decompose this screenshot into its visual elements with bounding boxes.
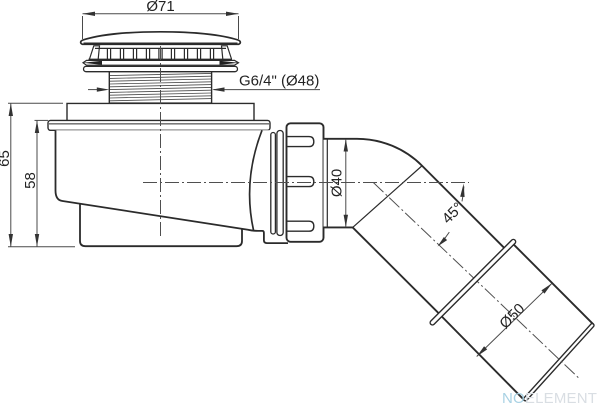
arrow-down-icon (8, 234, 13, 247)
dim-outlet-diameter: Ø40 (329, 139, 348, 228)
pipe-end-face (522, 322, 595, 402)
drawing-shape (88, 45, 101, 60)
watermark: NOELEMENT (502, 390, 597, 406)
dim-label-height-total: 65 (0, 150, 13, 167)
dim-cap-diameter: Ø71 (82, 0, 239, 39)
socket-pipe (440, 241, 595, 402)
drawing-shape (287, 135, 315, 148)
drawing-line (476, 282, 553, 357)
dim-label-thread: G6/4" (Ø48) (239, 73, 319, 90)
elbow-miter-line (352, 165, 423, 228)
socket-lower-edge (440, 315, 525, 401)
arrow-right-icon (96, 87, 110, 92)
arrow-left-icon (212, 87, 225, 92)
trap-body-right-edge (248, 129, 263, 231)
cap-dome (79, 30, 242, 46)
drawing-shape (270, 131, 277, 235)
seal-wedge-left (83, 60, 102, 65)
arrow-up-icon (460, 183, 465, 197)
socket-ring (429, 238, 517, 326)
arrow-left-icon (82, 11, 95, 16)
socket-upper-edge (510, 241, 594, 325)
body-flange (47, 119, 271, 132)
arrow-down-left-icon (437, 237, 448, 247)
dim-label-outlet-diameter: Ø40 (329, 169, 346, 197)
watermark-suffix: ELEMENT (525, 390, 597, 406)
gasket-plate (81, 59, 240, 66)
arrow-up-right-icon (541, 283, 552, 294)
dim-height-body: 58 (22, 119, 48, 247)
cap-dome-outline (79, 30, 242, 46)
dim-height-total: 65 (0, 102, 75, 248)
arrow-right-icon (226, 11, 239, 16)
arrow-down-icon (34, 234, 40, 247)
drawing-shape (287, 175, 315, 188)
trap-body-outline (54, 130, 288, 244)
dim-label-cap-diameter: Ø71 (146, 0, 174, 15)
arrow-up-icon (8, 103, 13, 116)
seal-wedge-right (219, 60, 239, 65)
drawing-line (109, 81, 212, 85)
grille-slots (106, 48, 215, 60)
nut-slots (287, 135, 315, 232)
arrow-up-icon (34, 120, 40, 133)
arrow-down-left-icon (476, 346, 488, 357)
arrow-up-icon (343, 139, 348, 152)
dim-thread: G6/4" (Ø48) (88, 73, 320, 92)
trap-body (54, 129, 290, 244)
drawing-shape (441, 241, 594, 401)
dim-label-height-body: 58 (22, 172, 39, 189)
elbow-upper-edge (323, 137, 507, 251)
drawing-line (109, 86, 212, 91)
drain-cup-outline (79, 202, 243, 248)
drawing-shape (220, 45, 233, 60)
watermark-prefix: NO (502, 390, 525, 406)
arrow-down-icon (343, 214, 348, 228)
drawing-shape (47, 119, 271, 132)
drawing-shape (55, 130, 290, 244)
drawing-shape (287, 220, 315, 232)
